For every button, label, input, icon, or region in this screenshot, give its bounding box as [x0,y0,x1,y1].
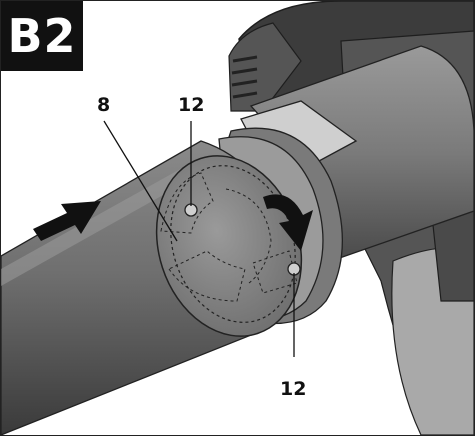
bayonet-slot-right [252,250,298,294]
leader-8 [103,120,178,242]
figure-badge: B2 [1,1,83,71]
rotate-clockwise-arrow-icon [263,194,313,251]
bayonet-track [225,188,272,284]
bayonet-outline-lower [168,250,246,302]
callout-8: 8 [97,94,111,116]
housing-vents [231,55,258,99]
blower-barrel [249,45,474,262]
callout-12-bottom: 12 [280,378,307,400]
housing-rim [228,22,302,112]
bayonet-outline-upper [160,172,214,234]
callout-12-top: 12 [178,94,205,116]
arrow-right-icon [33,201,101,241]
